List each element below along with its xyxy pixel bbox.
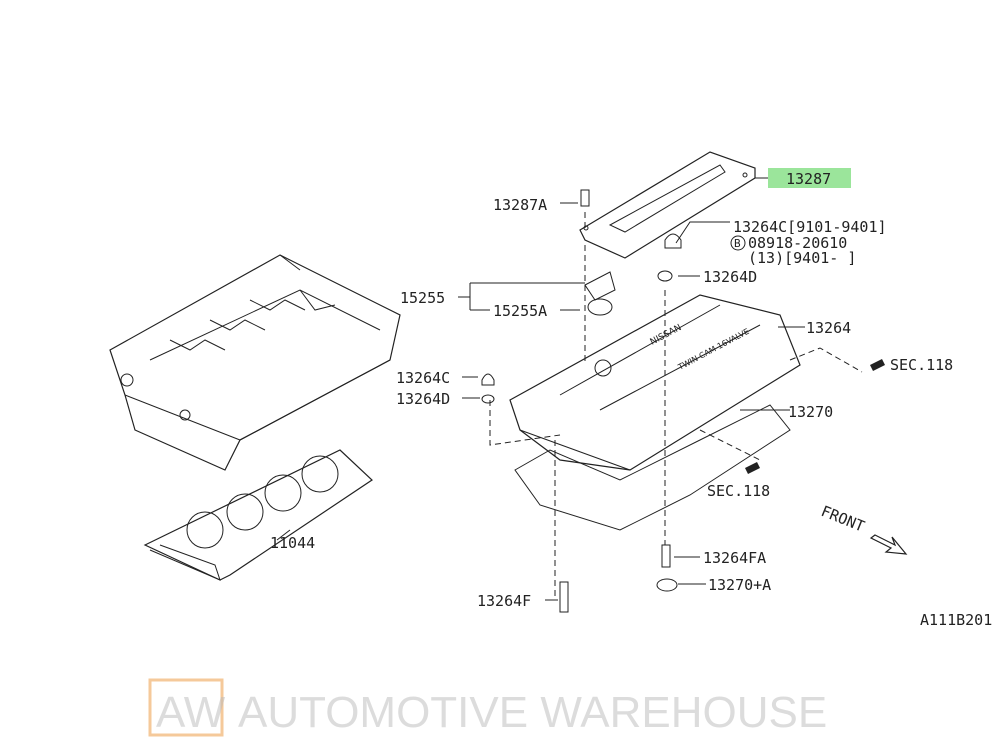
part-label-13264d-top[interactable]: 13264D: [703, 268, 757, 286]
part-label-13287[interactable]: 13287: [786, 170, 831, 188]
stud-13264f-icon: [559, 581, 569, 613]
leader-lines: [276, 177, 805, 601]
front-arrow-icon: [869, 534, 908, 555]
part-label-13270a[interactable]: 13270+A: [708, 576, 771, 594]
head-gasket-drawing: [143, 449, 373, 581]
part-label-13264f[interactable]: 13264F: [477, 592, 531, 610]
bolt-13287a-icon: [580, 189, 590, 207]
part-label-13264fa[interactable]: 13264FA: [703, 549, 766, 567]
part-label-15255a[interactable]: 15255A: [493, 302, 547, 320]
part-label-13264d[interactable]: 13264D: [396, 390, 450, 408]
cap-nut-icon: [664, 233, 682, 249]
grommet-icon: [656, 578, 678, 592]
arrow-sec118-b-icon: [745, 462, 760, 474]
part-label-13264[interactable]: 13264: [806, 319, 851, 337]
watermark-logo: AW: [156, 688, 226, 737]
part-label-15255[interactable]: 15255: [400, 289, 445, 307]
part-label-13264c[interactable]: 13264C: [396, 369, 450, 387]
watermark-text: AUTOMOTIVE WAREHOUSE: [238, 688, 827, 737]
part-label-08918[interactable]: 08918-20610: [748, 234, 847, 252]
part-label-08918-qty: (13)[9401- ]: [748, 249, 856, 267]
diagram-code: A111B201: [920, 611, 992, 629]
part-label-11044[interactable]: 11044: [270, 534, 315, 552]
part-label-13264c-top[interactable]: 13264C[9101-9401]: [733, 218, 887, 236]
cylinder-head-drawing: [109, 254, 401, 471]
watermark-logo-box: [148, 678, 224, 737]
bolt-symbol-circle: [730, 235, 746, 251]
sec-118-link-b[interactable]: SEC.118: [707, 482, 770, 500]
arrow-sec118-a-icon: [870, 359, 885, 371]
watermark: AW AUTOMOTIVE WAREHOUSE: [148, 678, 827, 737]
washer-icon: [657, 270, 673, 282]
cover-sub-text: TWIN CAM 16VALVE: [676, 327, 751, 372]
oil-cap-seal-icon: [587, 298, 613, 316]
sec-118-link-a[interactable]: SEC.118: [890, 356, 953, 374]
small-parts: [481, 189, 908, 613]
cap-nut-13264c-icon: [481, 373, 495, 386]
front-label: FRONT: [819, 502, 868, 536]
part-label-13270[interactable]: 13270: [788, 403, 833, 421]
cover-brand-text: NISSAN: [649, 323, 684, 348]
highlight-13287: [768, 168, 851, 188]
part-label-13287a[interactable]: 13287A: [493, 196, 547, 214]
bolt-symbol: B: [734, 237, 741, 250]
oil-cap-icon: [584, 271, 616, 301]
washer-13264d-icon: [481, 394, 495, 404]
stud-13264fa-icon: [661, 544, 671, 568]
